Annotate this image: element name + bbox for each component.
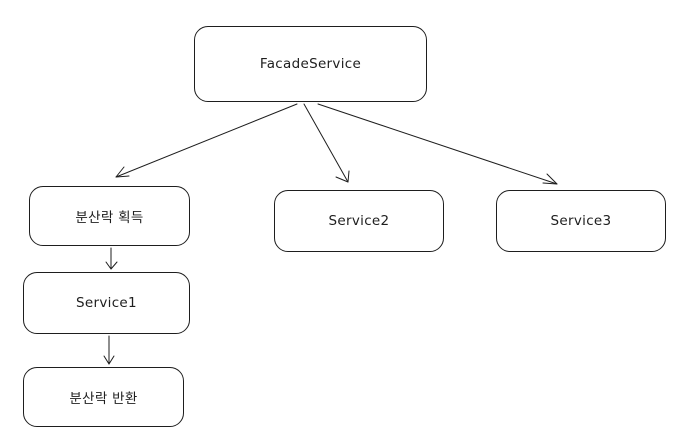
edge-facade-to-service3 [317,103,558,185]
node-facade-service-label: FacadeService [259,56,362,72]
node-lock-release-label: 분산락 반환 [69,391,138,407]
node-service2-label: Service2 [328,213,390,229]
node-service1-label: Service1 [76,295,137,311]
node-service3: Service3 [496,190,666,252]
node-lock-acquire-label: 분산락 획득 [75,210,144,226]
edge-service1-to-lock-release [103,335,115,365]
edge-facade-to-service2 [303,103,350,183]
node-lock-acquire: 분산락 획득 [29,186,190,246]
node-facade-service: FacadeService [194,26,427,102]
node-service1: Service1 [23,272,190,334]
edge-facade-to-lock-acquire [115,103,298,178]
edge-lock-acquire-to-service1 [105,247,118,270]
node-service2: Service2 [274,190,444,252]
node-service3-label: Service3 [550,213,612,229]
node-lock-release: 분산락 반환 [23,367,184,427]
